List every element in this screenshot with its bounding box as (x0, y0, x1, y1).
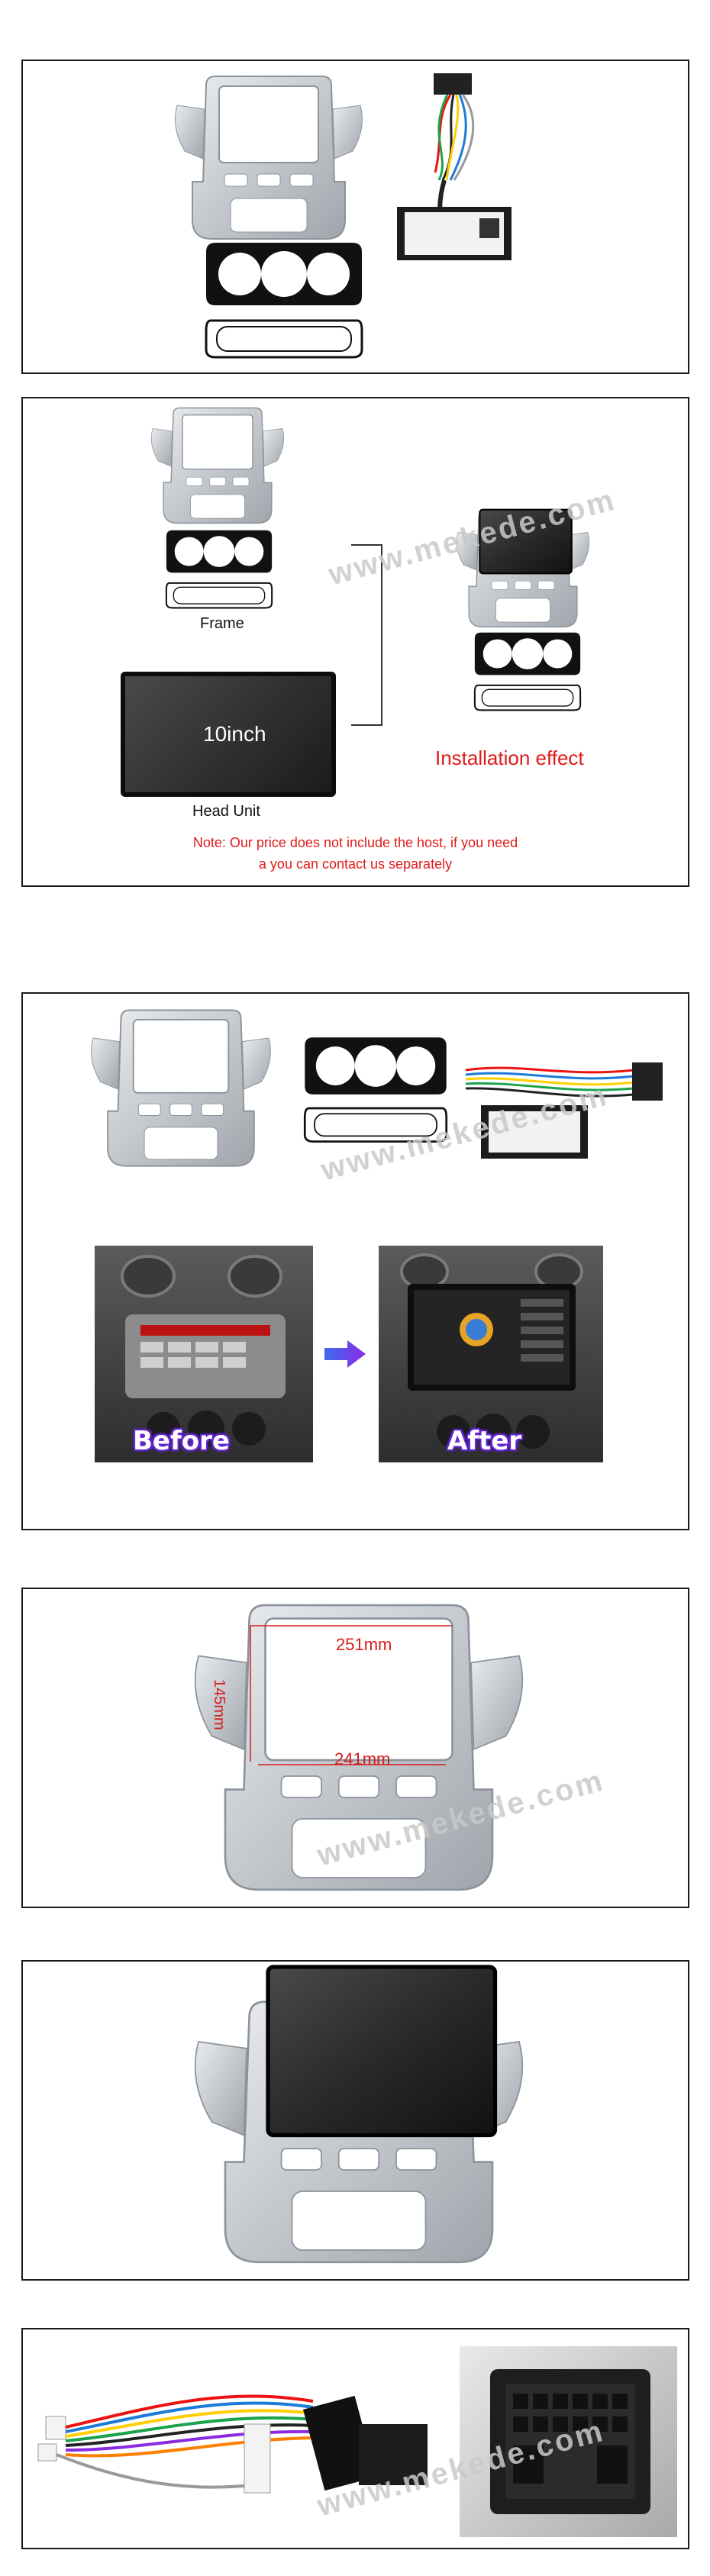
top-width-label: 251mm (336, 1635, 392, 1654)
silver-dash-frame-image (150, 407, 285, 524)
after-label: After (447, 1426, 522, 1456)
height-label: 145mm (211, 1679, 228, 1730)
silver-dash-frame-image (194, 1604, 524, 1891)
screen-size-label: 10inch (203, 722, 266, 746)
before-photo (95, 1246, 313, 1462)
wiring-harness-image (37, 2394, 428, 2494)
arrow-right-icon (324, 1340, 366, 1368)
head-unit-label: Head Unit (192, 803, 260, 820)
black-bezel-image (303, 1037, 448, 1143)
bottom-width-label: 241mm (334, 1749, 391, 1768)
wiring-harness-image (465, 1062, 663, 1159)
note-line-1: Note: Our price does not include the hos… (192, 835, 518, 850)
panel-dimensions: 251mm 145mm 241mm www.mekede.com (21, 1588, 689, 1908)
before-label: Before (133, 1426, 230, 1456)
panel-harness-detail: www.mekede.com (21, 2328, 689, 2549)
panel-screen-fit (21, 1960, 689, 2281)
panel-package-contents (21, 60, 689, 374)
note-line-2: a you can contact us separately (258, 856, 453, 872)
head-unit-screen (121, 672, 336, 797)
connector-closeup-photo (460, 2346, 677, 2537)
installed-frame-image (456, 508, 590, 628)
installation-effect-label: Installation effect (435, 746, 584, 769)
black-bezel-image (165, 530, 273, 609)
silver-dash-frame-image (175, 76, 363, 240)
panel-before-after: www.mekede.com Before (21, 992, 689, 1530)
silver-dash-frame-image (91, 1009, 271, 1167)
silver-dash-frame-with-screen-image (194, 1965, 524, 2264)
after-photo (379, 1246, 603, 1462)
installed-bezel-image (473, 632, 582, 711)
panel-installation-guide: Frame 10inch Head Unit Installation effe… (21, 397, 689, 887)
bracket-connector (351, 544, 382, 726)
dimension-lines (250, 1625, 452, 1765)
frame-label: Frame (200, 615, 244, 632)
black-bezel-image (205, 243, 363, 359)
wiring-harness-image (397, 73, 512, 260)
